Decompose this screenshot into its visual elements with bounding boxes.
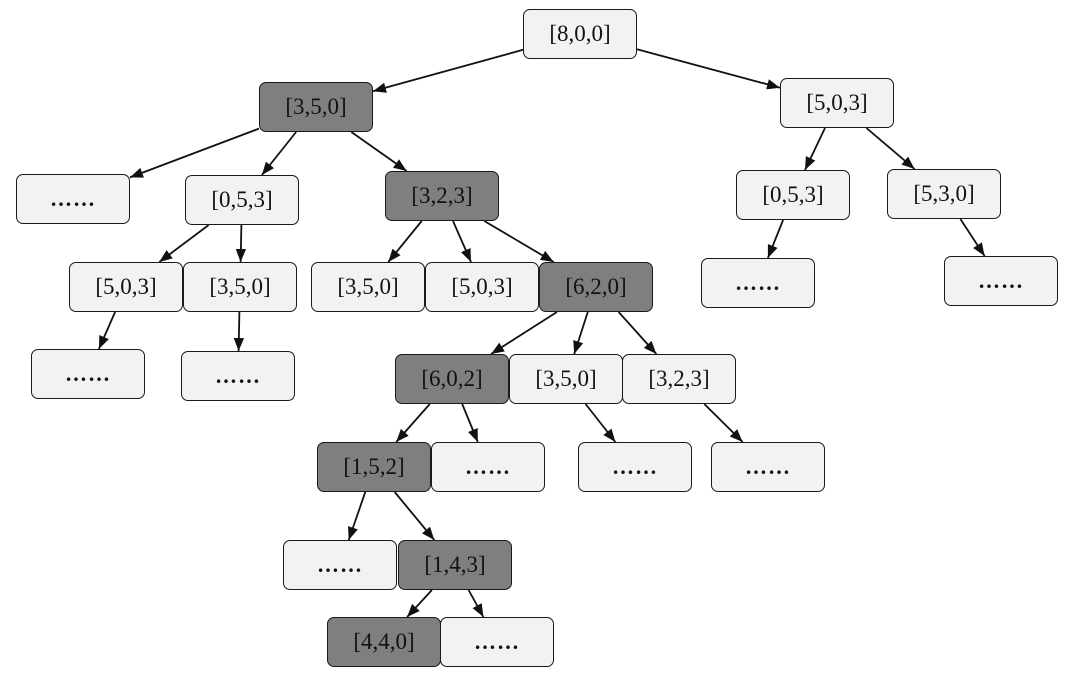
edge-n_323_mid-to-n_350_l3b bbox=[387, 220, 423, 263]
edge-n_503_top-to-n_530 bbox=[865, 127, 916, 170]
tree-node-n-503-l3: [5,0,3] bbox=[69, 262, 183, 312]
edge-n_503_l3-to-n_ell_4 bbox=[98, 311, 116, 350]
tree-node-n-323-l5: [3,2,3] bbox=[622, 354, 736, 404]
tree-node-n-ell-9: …… bbox=[283, 540, 397, 590]
edge-n_350_l5-to-n_ell_7 bbox=[584, 403, 617, 443]
tree-node-n-ell-10: …… bbox=[440, 617, 554, 667]
path-node-n-143: [1,4,3] bbox=[398, 540, 512, 590]
edge-n_350_top-to-n_323_mid bbox=[350, 131, 408, 172]
edge-n_350_top-to-n_ell_1 bbox=[129, 127, 260, 179]
tree-node-n-root: [8,0,0] bbox=[523, 9, 637, 59]
tree-node-n-350-l5: [3,5,0] bbox=[509, 354, 623, 404]
tree-node-n-503-l3b: [5,0,3] bbox=[425, 262, 539, 312]
tree-node-n-ell-1: …… bbox=[16, 174, 130, 224]
path-node-n-323-mid: [3,2,3] bbox=[385, 171, 499, 221]
path-node-n-620: [6,2,0] bbox=[539, 262, 653, 312]
tree-node-n-ell-7: …… bbox=[578, 442, 692, 492]
edge-n_620-to-n_602 bbox=[490, 311, 558, 355]
edge-n_143-to-n_440 bbox=[406, 589, 433, 618]
edge-n_053_right-to-n_ell_2 bbox=[767, 219, 784, 259]
tree-node-n-ell-5: …… bbox=[181, 351, 295, 401]
edge-n_530-to-n_ell_3 bbox=[959, 218, 986, 257]
tree-node-n-ell-3: …… bbox=[944, 256, 1058, 306]
path-node-n-602: [6,0,2] bbox=[395, 354, 509, 404]
tree-node-n-350-l3: [3,5,0] bbox=[183, 262, 297, 312]
edge-n_323_mid-to-n_503_l3b bbox=[452, 220, 472, 263]
edge-n_602-to-n_ell_6 bbox=[461, 403, 479, 443]
path-node-n-152: [1,5,2] bbox=[317, 442, 431, 492]
edge-n_350_l3-to-n_ell_5 bbox=[233, 311, 245, 352]
tree-node-n-ell-6: …… bbox=[431, 442, 545, 492]
edge-n_053_left-to-n_503_l3 bbox=[158, 224, 210, 263]
tree-node-n-ell-8: …… bbox=[711, 442, 825, 492]
tree-node-n-503-top: [5,0,3] bbox=[780, 78, 894, 128]
edge-n_143-to-n_ell_10 bbox=[467, 589, 485, 618]
edge-n_152-to-n_ell_9 bbox=[347, 491, 367, 541]
edge-n_503_top-to-n_053_right bbox=[804, 127, 826, 171]
tree-node-n-ell-4: …… bbox=[31, 349, 145, 399]
tree-node-n-530: [5,3,0] bbox=[887, 169, 1001, 219]
edge-n_152-to-n_143 bbox=[394, 491, 435, 541]
edge-n_350_top-to-n_053_left bbox=[261, 131, 297, 176]
edge-n_323_l5-to-n_ell_8 bbox=[703, 403, 744, 443]
path-node-n-350-top: [3,5,0] bbox=[259, 82, 373, 132]
edge-n_620-to-n_350_l5 bbox=[573, 311, 589, 355]
edge-n_root-to-n_350_top bbox=[372, 48, 524, 93]
tree-node-n-053-left: [0,5,3] bbox=[185, 175, 299, 225]
edge-n_323_mid-to-n_620 bbox=[483, 220, 555, 263]
tree-node-n-350-l3b: [3,5,0] bbox=[311, 262, 425, 312]
tree-node-n-ell-2: …… bbox=[701, 258, 815, 308]
edge-n_053_left-to-n_350_l3 bbox=[235, 224, 247, 263]
edge-n_602-to-n_152 bbox=[395, 403, 431, 443]
edge-n_root-to-n_503_top bbox=[636, 48, 781, 90]
path-node-n-440: [4,4,0] bbox=[327, 617, 441, 667]
edge-n_620-to-n_323_l5 bbox=[617, 311, 658, 355]
tree-node-n-053-right: [0,5,3] bbox=[736, 170, 850, 220]
